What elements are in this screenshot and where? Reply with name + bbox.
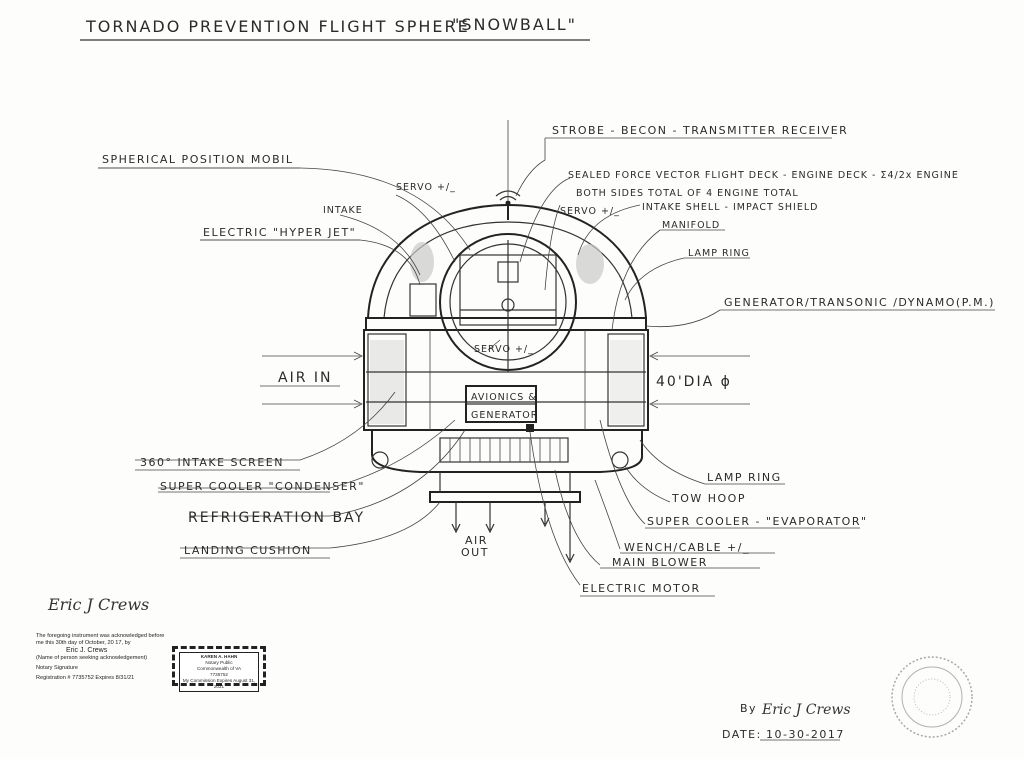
left-intake-panel bbox=[367, 333, 407, 427]
label-intake: INTAKE bbox=[323, 205, 363, 216]
lamp-ring-left bbox=[371, 451, 389, 469]
label-super-cooler-evaporator: SUPER COOLER - "EVAPORATOR" bbox=[647, 515, 868, 528]
landing-cushion bbox=[429, 491, 581, 503]
stamp-expires: My Commission Expires August 31, 2021 bbox=[182, 678, 256, 689]
cushion-struts bbox=[439, 472, 571, 492]
label-strobe: STROBE - BECON - TRANSMITTER RECEIVER bbox=[552, 124, 848, 137]
stamp-title: Notary Public bbox=[205, 660, 233, 665]
hyper-jet-left bbox=[410, 242, 434, 282]
label-manifold: MANIFOLD bbox=[662, 220, 720, 231]
label-servo-left: SERVO +/_ bbox=[396, 182, 456, 193]
air-out-arrows bbox=[451, 502, 575, 564]
label-air-out-2: OUT bbox=[461, 546, 489, 559]
notary-acknowledgement: The foregoing instrument was acknowledge… bbox=[36, 633, 166, 682]
inner-dome bbox=[383, 221, 633, 319]
label-lamp-ring-bottom: LAMP RING bbox=[707, 471, 782, 484]
label-air-out-1: AIR bbox=[465, 534, 488, 547]
flight-sphere: AVIONICS & GENERATOR bbox=[262, 120, 750, 564]
label-sealed-force: SEALED FORCE VECTOR FLIGHT DECK - ENGINE… bbox=[568, 170, 959, 181]
hyper-jet-right bbox=[576, 244, 604, 284]
strobe-beacon bbox=[505, 200, 511, 206]
notary-line-1: The foregoing instrument was acknowledge… bbox=[36, 633, 165, 639]
blower-grille-lines bbox=[449, 438, 561, 462]
servo-left-box bbox=[409, 283, 437, 317]
notary-line-4: (Name of person seeking acknowledgement) bbox=[36, 654, 148, 661]
label-generator: GENERATOR/TRANSONIC /DYNAMO(P.M.) bbox=[724, 296, 995, 309]
right-screen-hatch bbox=[610, 340, 642, 424]
stamp-name: KAREN A. HAHN bbox=[200, 654, 238, 659]
left-screen-hatch bbox=[370, 340, 404, 424]
label-spherical-position: SPHERICAL POSITION MOBIL bbox=[102, 153, 294, 166]
stamp-reg: 7735752 bbox=[210, 672, 228, 677]
label-underlines bbox=[98, 137, 995, 741]
notary-line-6: Registration # 7735752 Expires 8/31/21 bbox=[36, 675, 135, 682]
notary-line-3: Eric J. Crews bbox=[66, 647, 108, 655]
label-air-in: AIR IN bbox=[278, 370, 333, 386]
label-servo-center: SERVO +/_ bbox=[474, 344, 534, 355]
electric-motor-block bbox=[526, 424, 534, 432]
lower-hull bbox=[371, 430, 644, 473]
deck-band bbox=[365, 317, 647, 331]
label-dia: 40'DIA ϕ bbox=[656, 374, 732, 390]
label-main-blower: MAIN BLOWER bbox=[612, 556, 708, 569]
leader-lines bbox=[98, 138, 721, 586]
label-tow-hoop: TOW HOOP bbox=[671, 492, 746, 505]
label-intake-shell: INTAKE SHELL - IMPACT SHIELD bbox=[642, 202, 818, 213]
notary-seal bbox=[891, 656, 973, 738]
notary-line-5: Notary Signature bbox=[36, 664, 78, 671]
gimbal-hub bbox=[501, 298, 515, 312]
label-super-cooler-condenser: SUPER COOLER "CONDENSER" bbox=[160, 480, 365, 493]
label-refrigeration-bay: REFRIGERATION BAY bbox=[188, 510, 365, 526]
label-lamp-ring-top: LAMP RING bbox=[688, 248, 750, 259]
main-hull bbox=[363, 329, 649, 431]
servo-center-box bbox=[497, 261, 519, 283]
label-landing-cushion: LANDING CUSHION bbox=[184, 544, 312, 557]
label-electric-hyper-jet: ELECTRIC "HYPER JET" bbox=[203, 226, 356, 239]
author-signature-bottom: Eric J Crews bbox=[761, 702, 851, 718]
label-both-sides: BOTH SIDES TOTAL OF 4 ENGINE TOTAL bbox=[576, 188, 799, 199]
author-signature-top: Eric J Crews bbox=[47, 595, 149, 614]
by-label: By bbox=[740, 702, 757, 715]
title-main: TORNADO PREVENTION FLIGHT SPHERE bbox=[85, 17, 470, 36]
label-electric-motor: ELECTRIC MOTOR bbox=[582, 582, 701, 595]
date-value: 10-30-2017 bbox=[766, 728, 845, 741]
right-intake-panel bbox=[607, 333, 645, 427]
generator-box-label: GENERATOR bbox=[471, 410, 538, 421]
avionics-label: AVIONICS & bbox=[471, 392, 537, 403]
label-intake-screen: 360° INTAKE SCREEN bbox=[140, 456, 284, 469]
blower-grille bbox=[439, 437, 569, 463]
date-label: DATE: bbox=[722, 728, 762, 741]
notary-stamp: KAREN A. HAHN Notary Public Commonwealth… bbox=[172, 646, 266, 692]
lamp-ring-right bbox=[611, 451, 629, 469]
label-wench-cable: WENCH/CABLE +/_ bbox=[624, 541, 750, 554]
air-in-arrows bbox=[262, 351, 750, 409]
label-servo-right: SERVO +/_ bbox=[560, 206, 620, 217]
title-nickname: "SNOWBALL" bbox=[452, 15, 577, 34]
notary-line-2: me this 30th day of October, 20 17, by bbox=[36, 640, 131, 647]
stamp-state: Commonwealth of VA bbox=[196, 666, 242, 671]
